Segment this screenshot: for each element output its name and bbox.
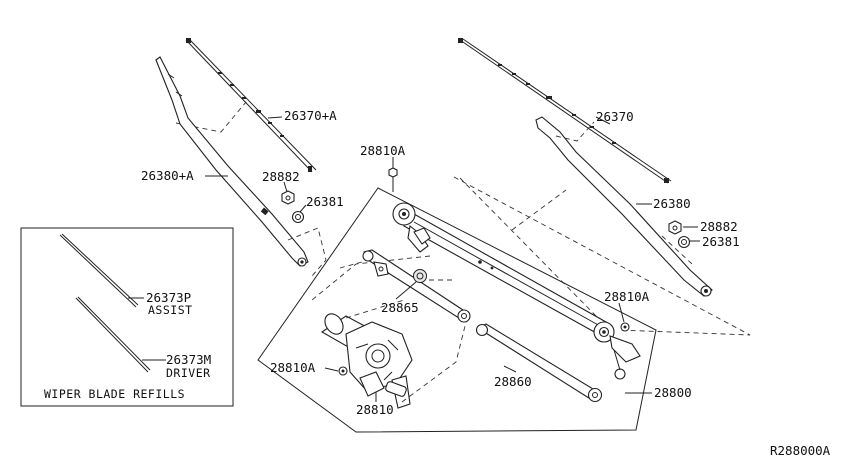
label-26380: 26380 [653,196,691,211]
leader-lines [205,116,700,402]
label-28882-left: 28882 [262,169,300,184]
label-26373m: 26373M [166,352,211,367]
label-assist: ASSIST [148,303,193,317]
right-wiper-blade [458,38,672,184]
right-pivot-cap [677,235,691,249]
left-pivot-nut [281,190,295,205]
linkage-frame [392,202,641,380]
label-28810a-top: 28810A [360,143,406,158]
label-28860: 28860 [494,374,532,389]
linkage-assembly-outline [257,187,657,433]
left-wiper-blade [175,38,317,173]
bolt-28810a-top [388,167,398,192]
label-28810a-left: 28810A [270,360,316,375]
label-26373p: 26373P [146,290,191,305]
label-26381-left: 26381 [306,194,344,209]
link-rod-28860 [475,323,603,403]
label-26370a: 26370+A [284,108,337,123]
refills-caption: WIPER BLADE REFILLS [44,387,185,401]
bolt-28810a-left [338,366,348,376]
label-26370: 26370 [596,109,634,124]
label-28800: 28800 [654,385,692,400]
right-wiper-arm [535,116,713,297]
label-driver: DRIVER [166,366,211,380]
label-26381-right: 26381 [702,234,740,249]
wiper-motor [320,313,413,409]
label-28865: 28865 [381,300,419,315]
bushing-28865 [413,269,427,283]
left-wiper-arm [155,56,309,267]
bolt-28810a-right [620,322,630,332]
diagram-code: R288000A [770,443,831,458]
left-pivot-cap [291,210,305,224]
label-26380a: 26380+A [141,168,194,183]
label-28810: 28810 [356,402,394,417]
connecting-rod-28865 [362,249,471,323]
right-pivot-nut [668,220,682,235]
refills-inset: 26373P ASSIST 26373M DRIVER WIPER BLADE … [20,227,234,407]
guide-lines [311,176,751,336]
label-28810a-right: 28810A [604,289,650,304]
label-28882-right: 28882 [700,219,738,234]
